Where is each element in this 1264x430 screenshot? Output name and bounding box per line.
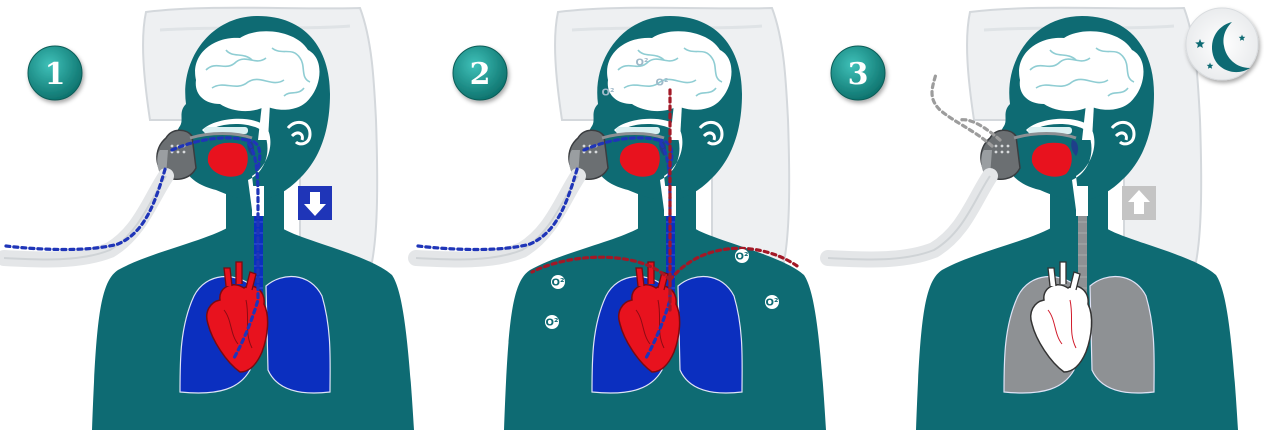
- step-badge-3: 3: [831, 46, 885, 100]
- panel-3: 3: [828, 8, 1238, 430]
- step-badge-2: 2: [453, 46, 507, 100]
- panel-2: O² O² O² O² O² O² O² 2: [416, 8, 826, 430]
- brain: [195, 31, 319, 111]
- step-number: 1: [45, 57, 66, 92]
- mask-vent: [1001, 145, 1004, 148]
- step-number: 3: [848, 57, 869, 92]
- mask-vent: [583, 145, 586, 148]
- o2-molecule: O²: [735, 249, 749, 263]
- mask-vent: [177, 151, 180, 154]
- heart-vessel-2: [236, 262, 242, 284]
- o2-molecule: O²: [656, 78, 669, 89]
- mask-vent: [995, 145, 998, 148]
- right-lung: [1090, 277, 1154, 394]
- o2-molecule: O²: [765, 295, 779, 309]
- o2-molecule: O²: [636, 58, 649, 69]
- heart-vessel-1: [1048, 268, 1056, 286]
- panel-1: 1: [4, 8, 414, 430]
- mask-vent: [1007, 151, 1010, 154]
- mask-vent: [589, 151, 592, 154]
- o2-label: O²: [546, 318, 559, 329]
- heart-vessel-1: [636, 268, 644, 286]
- o2-label: O²: [552, 278, 565, 289]
- o2-molecule: O²: [545, 315, 559, 329]
- arrow-down-icon: [298, 186, 332, 220]
- o2-label: O²: [656, 78, 669, 89]
- brain: [1019, 31, 1143, 111]
- mask-vent: [595, 151, 598, 154]
- mask-vent: [995, 151, 998, 154]
- mask-vent: [171, 145, 174, 148]
- upper-trachea: [1076, 186, 1088, 216]
- heart-vessel-1: [224, 268, 232, 286]
- step-badge-1: 1: [28, 46, 82, 100]
- right-lung: [266, 277, 330, 394]
- cpap-hose-edge: [4, 176, 166, 260]
- o2-molecule: O²: [551, 275, 565, 289]
- mask-vent: [183, 151, 186, 154]
- o2-label: O²: [766, 298, 779, 309]
- moon-and-stars-icon: [1186, 8, 1258, 80]
- o2-label: O²: [636, 58, 649, 69]
- mask-vent: [1007, 145, 1010, 148]
- mask-vent: [1001, 151, 1004, 154]
- o2-molecule: O²: [602, 88, 615, 99]
- cpap-hose-edge: [416, 176, 578, 260]
- arrow-up-icon: [1122, 186, 1156, 220]
- heart-vessel-2: [1060, 262, 1066, 284]
- step-number: 2: [470, 57, 491, 92]
- o2-label: O²: [602, 88, 615, 99]
- right-lung: [678, 277, 742, 394]
- cpap-hose-edge: [828, 176, 990, 260]
- o2-label: O²: [736, 252, 749, 263]
